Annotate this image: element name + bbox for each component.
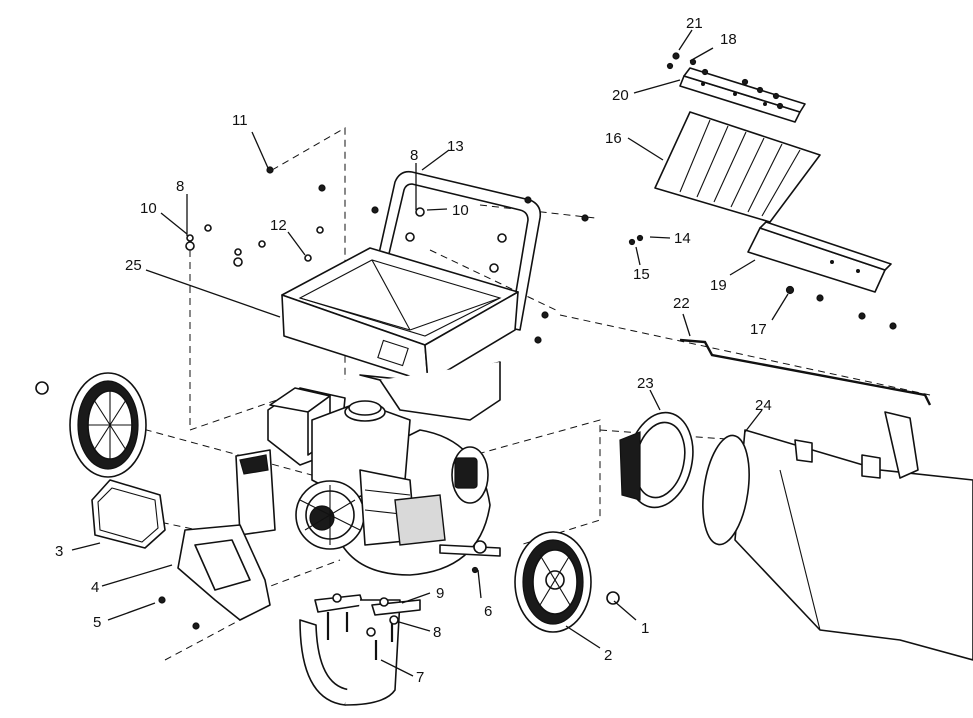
engine-assembly: [235, 387, 501, 576]
callout-24: 24: [755, 397, 772, 414]
intake-hood: [177, 524, 271, 621]
callout-13: 13: [447, 138, 464, 155]
callout-8-left: 8: [176, 178, 184, 195]
callout-15: 15: [633, 266, 650, 283]
callout-17: 17: [750, 321, 767, 338]
hopper-hardware: [158, 166, 589, 637]
stand-legs: [299, 594, 421, 706]
callout-21: 21: [686, 15, 703, 32]
callout-10-handle: 10: [452, 202, 469, 219]
callout-8-stand: 8: [433, 624, 441, 641]
intake-frame: [91, 479, 166, 549]
callout-2: 2: [604, 647, 612, 664]
callout-labels: 1 2 3 4 5 6 7 8 8 8 9 10 10 11 12 13 14 …: [55, 15, 772, 686]
chute-flange: [619, 411, 694, 509]
callout-12: 12: [270, 217, 287, 234]
callout-8-handle: 8: [410, 147, 418, 164]
deflector-plate: [654, 111, 821, 223]
callout-6: 6: [484, 603, 492, 620]
left-wheel: [69, 372, 147, 478]
hopper: [281, 247, 519, 421]
callout-22: 22: [673, 295, 690, 312]
lower-bracket: [747, 221, 892, 293]
callout-23: 23: [637, 375, 654, 392]
callout-9: 9: [436, 585, 444, 602]
callout-19: 19: [710, 277, 727, 294]
callout-18: 18: [720, 31, 737, 48]
throttle-rod: [679, 338, 932, 406]
upper-hinge-bracket: [679, 67, 806, 123]
callout-3: 3: [55, 543, 63, 560]
callout-20: 20: [612, 87, 629, 104]
leader-lines: [71, 29, 789, 677]
axle-washers: [35, 381, 620, 605]
callout-1: 1: [641, 620, 649, 637]
discharge-chute: [702, 411, 973, 661]
callout-11: 11: [232, 112, 248, 129]
right-wheel: [514, 531, 592, 633]
callout-10-left: 10: [140, 200, 157, 217]
callout-5: 5: [93, 614, 101, 631]
deflector-hardware: [628, 52, 897, 330]
callout-16: 16: [605, 130, 622, 147]
callout-7: 7: [416, 669, 424, 686]
callout-4: 4: [91, 579, 99, 596]
callout-14: 14: [674, 230, 691, 247]
callout-25: 25: [125, 257, 142, 274]
